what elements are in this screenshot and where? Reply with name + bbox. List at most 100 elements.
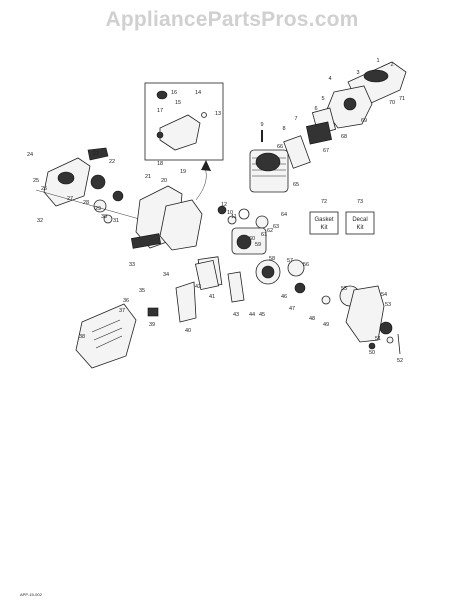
callout-58: 58: [269, 256, 275, 262]
inset-housing: [159, 114, 201, 151]
callout-71: 71: [399, 96, 405, 102]
callout-15: 15: [175, 100, 181, 106]
callout-4: 4: [328, 76, 331, 82]
drive-washer: [386, 336, 394, 344]
callout-1: 1: [376, 58, 379, 64]
callout-10: 10: [227, 210, 233, 216]
fuel-tank-cap: [57, 171, 75, 185]
piston: [255, 215, 269, 229]
callout-17: 17: [157, 108, 163, 114]
bearing: [217, 205, 227, 215]
carburetor-block: [306, 121, 332, 145]
callout-64: 64: [281, 212, 287, 218]
callout-49: 49: [323, 322, 329, 328]
callout-60: 60: [249, 236, 255, 242]
callout-68: 68: [341, 134, 347, 140]
throttle-plate: [195, 259, 219, 291]
callout-18: 18: [157, 161, 163, 167]
callout-27: 27: [67, 196, 73, 202]
muffler-spark-arrestor: [343, 97, 357, 111]
nut: [321, 295, 331, 305]
callout-14: 14: [195, 90, 201, 96]
engine-shroud: [75, 303, 137, 369]
bracket-plate: [87, 147, 109, 161]
callout-35: 35: [139, 288, 145, 294]
cylinder-gasket: [283, 135, 311, 169]
base-plate: [130, 233, 162, 249]
part-callouts: 1234567891011121314151617181920212223242…: [27, 58, 405, 364]
inset-part-16: [156, 90, 168, 100]
callout-34: 34: [163, 272, 169, 278]
footer-mark: APP-15-002: [20, 592, 43, 597]
bolt-62: [397, 333, 401, 355]
ignition-bracket: [227, 271, 245, 303]
callout-67: 67: [323, 148, 329, 154]
gasket-kit-label-line1: Gasket: [314, 217, 333, 223]
callout-16: 16: [171, 90, 177, 96]
callout-25: 25: [33, 178, 39, 184]
callout-55: 55: [341, 286, 347, 292]
callout-47: 47: [289, 306, 295, 312]
callout-11: 11: [231, 214, 237, 220]
callout-44: 44: [249, 312, 255, 318]
callout-40: 40: [185, 328, 191, 334]
callout-9: 9: [260, 122, 263, 128]
clutch-spring: [294, 282, 306, 294]
callout-56: 56: [303, 262, 309, 268]
callout-48: 48: [309, 316, 315, 322]
callout-31: 31: [113, 218, 119, 224]
crankcase-right: [159, 199, 203, 251]
muffler-screen: [363, 69, 389, 83]
housing-screw: [368, 342, 376, 350]
inset-arrowhead-icon: [201, 160, 211, 171]
callout-26: 26: [41, 186, 47, 192]
callout-52: 52: [397, 358, 403, 364]
callout-61: 61: [261, 232, 267, 238]
gasket-kit-label-line2: Kit: [320, 225, 327, 231]
flywheel-hub: [236, 234, 252, 250]
callout-29: 29: [95, 206, 101, 212]
decal-kit-label-line2: Kit: [356, 225, 363, 231]
inset-arrow-icon: [195, 167, 207, 201]
callout-53: 53: [385, 302, 391, 308]
throttle-handle: [175, 281, 197, 323]
inset-screw: [156, 131, 164, 139]
flywheel-inner: [261, 265, 275, 279]
callout-19: 19: [180, 169, 186, 175]
callout-46: 46: [281, 294, 287, 300]
callout-51: 51: [375, 336, 381, 342]
recoil-pulley: [90, 174, 106, 190]
fan-washer: [103, 214, 113, 224]
callout-59: 59: [255, 242, 261, 248]
callout-28: 28: [83, 200, 89, 206]
callout-23: 23: [93, 151, 99, 157]
callout-24: 24: [27, 152, 33, 158]
callout-7: 7: [294, 116, 297, 122]
callout-62: 62: [267, 228, 273, 234]
callout-54: 54: [381, 292, 387, 298]
clutch-shoe: [287, 259, 305, 277]
callout-6: 6: [314, 106, 317, 112]
callout-72: 72: [321, 199, 327, 205]
callout-42: 42: [195, 284, 201, 290]
watermark-text: AppliancePartsPros.com: [105, 8, 359, 31]
seal: [227, 215, 237, 225]
piston-ring: [238, 208, 250, 220]
callout-3: 3: [356, 70, 359, 76]
assembly-guide-line: [35, 189, 151, 223]
callout-66: 66: [277, 144, 283, 150]
decal-kit-label-line1: Decal: [352, 217, 367, 223]
callout-22: 22: [109, 159, 115, 165]
callout-8: 8: [282, 126, 285, 132]
gearbox-housing: [345, 285, 385, 343]
callout-41: 41: [209, 294, 215, 300]
callout-39: 39: [149, 322, 155, 328]
callout-37: 37: [119, 308, 125, 314]
inset-washer: [201, 112, 207, 118]
recoil-drum: [112, 190, 124, 202]
callout-73: 73: [357, 199, 363, 205]
callout-69: 69: [361, 118, 367, 124]
callout-63: 63: [273, 224, 279, 230]
callout-20: 20: [161, 178, 167, 184]
